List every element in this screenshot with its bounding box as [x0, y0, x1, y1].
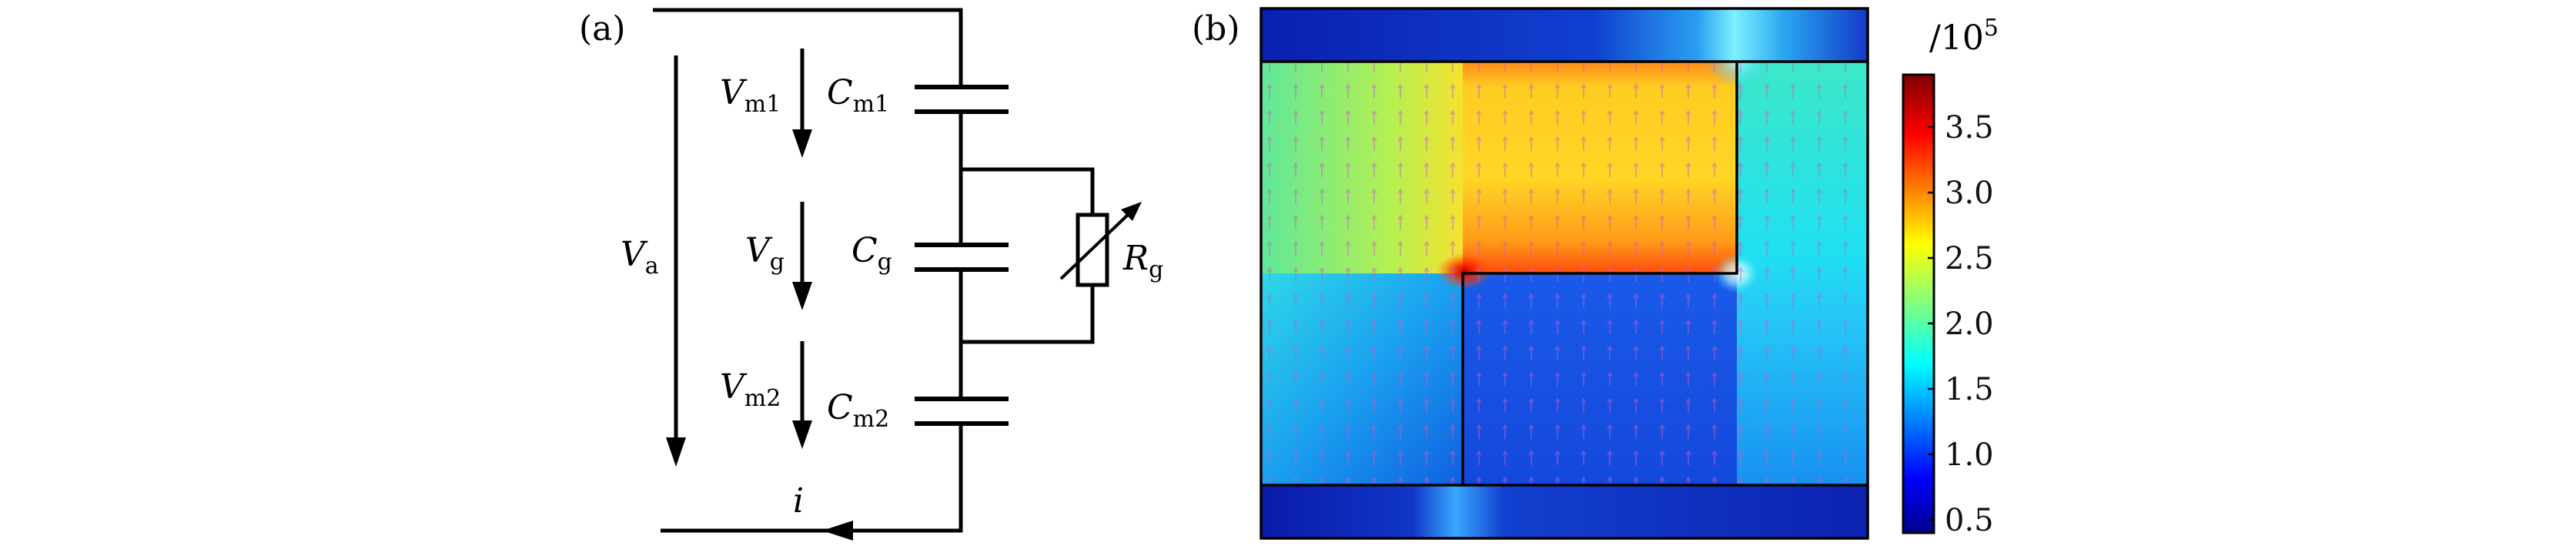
panel-a-circuit: (a) — [579, 8, 1163, 541]
label-va: Va — [621, 235, 659, 280]
arrow-vm1 — [792, 49, 812, 158]
colorbar-tick-label: 2.0 — [1945, 306, 1994, 342]
label-cg: Cg — [851, 231, 892, 276]
capacitor-cm2 — [915, 397, 1009, 426]
capacitor-cg — [915, 243, 1009, 272]
circuit-wires — [653, 8, 1095, 533]
field-colormap — [1261, 8, 1868, 538]
colorbar: 0.5 1.0 1.5 2.0 2.5 3.0 3.5 /105 — [1902, 15, 1999, 538]
panel-b-field-map: (b) — [1192, 7, 1999, 540]
colorbar-unit: /105 — [1929, 15, 1999, 58]
panel-b-label: (b) — [1192, 9, 1240, 49]
colorbar-tick-label: 3.5 — [1945, 110, 1994, 146]
colorbar-tick-label: 1.5 — [1945, 372, 1994, 407]
label-vg: Vg — [745, 231, 785, 276]
colorbar-ticks: 0.5 1.0 1.5 2.0 2.5 3.0 3.5 — [1928, 110, 1994, 538]
arrow-vg — [792, 202, 812, 310]
arrow-vm2 — [792, 341, 812, 449]
colorbar-tick-label: 0.5 — [1945, 503, 1994, 538]
label-cm2: Cm2 — [827, 388, 889, 433]
resistor-arrow-icon — [1121, 202, 1142, 221]
colorbar-tick-label: 1.0 — [1945, 437, 1994, 473]
colorbar-tick-label: 2.5 — [1945, 241, 1994, 276]
label-vm2: Vm2 — [720, 367, 781, 412]
colorbar-gradient — [1902, 73, 1935, 534]
geometry-outlines — [1260, 7, 1869, 540]
current-arrow-icon — [822, 521, 853, 541]
label-cm1: Cm1 — [827, 73, 889, 118]
label-current: i — [793, 481, 804, 521]
label-rg: Rg — [1122, 239, 1163, 283]
label-vm1: Vm1 — [720, 73, 781, 118]
variable-resistor-rg — [1059, 202, 1142, 287]
colorbar-tick-label: 3.0 — [1945, 176, 1994, 211]
capacitor-cm1 — [915, 85, 1009, 114]
arrow-va — [666, 55, 686, 467]
panel-a-label: (a) — [579, 9, 626, 49]
